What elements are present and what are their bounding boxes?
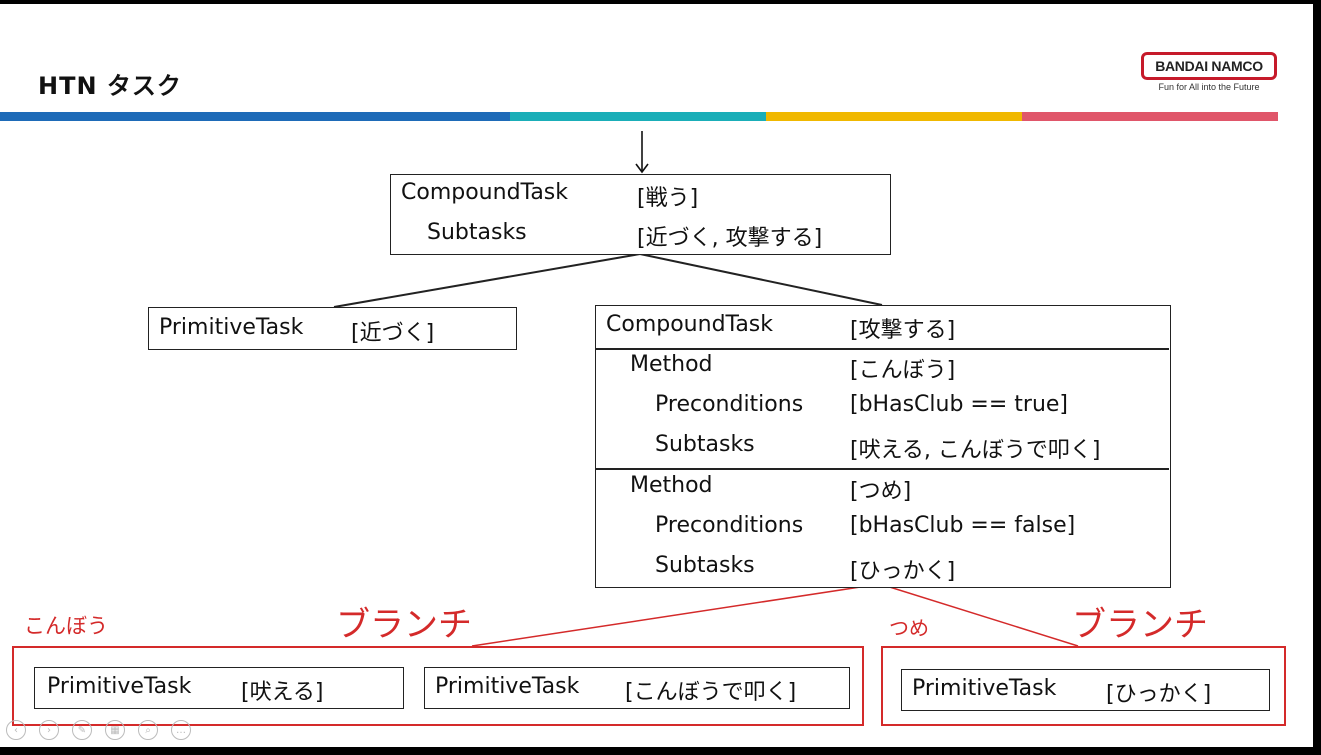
bark-task-type: PrimitiveTask xyxy=(47,674,192,699)
approach-task-type: PrimitiveTask xyxy=(159,315,304,340)
root-task-name: [戦う] xyxy=(637,186,699,211)
logo-wordmark: BANDAI NAMCO xyxy=(1155,58,1263,74)
claw-branch-label: つめ xyxy=(889,616,929,640)
claw-branch: PrimitiveTask [ひっかく] xyxy=(881,646,1286,726)
method-claw-preconditions: [bHasClub == false] xyxy=(850,513,1076,538)
method-claw-name: [つめ] xyxy=(850,479,912,504)
header-band-teal xyxy=(510,112,766,121)
bark-task-name: [吠える] xyxy=(241,680,324,705)
club-strike-primitive-task: PrimitiveTask [こんぼうで叩く] xyxy=(424,667,850,709)
attack-compound-task: CompoundTask [攻撃する] Method [こんぼう] Precon… xyxy=(595,305,1171,588)
header-band-yellow xyxy=(766,112,1022,121)
attack-task-type: CompoundTask xyxy=(606,312,774,337)
edge-attack-to-claw-branch xyxy=(879,583,1079,647)
scratch-task-type: PrimitiveTask xyxy=(912,676,1057,701)
method-claw-subtasks-label: Subtasks xyxy=(655,553,755,578)
club-branch-title: ブランチ xyxy=(336,605,472,645)
pen-icon[interactable]: ✎ xyxy=(72,720,92,740)
club-strike-task-type: PrimitiveTask xyxy=(435,674,580,699)
edge-attack-to-club-branch xyxy=(471,583,881,647)
bandai-namco-logo: BANDAI NAMCO xyxy=(1141,52,1277,80)
method-claw-preconditions-label: Preconditions xyxy=(655,513,804,538)
root-compound-task: CompoundTask [戦う] Subtasks [近づく, 攻撃する] xyxy=(390,174,891,255)
bark-primitive-task: PrimitiveTask [吠える] xyxy=(34,667,404,709)
root-subtasks-value: [近づく, 攻撃する] xyxy=(637,226,823,251)
attack-header-divider xyxy=(596,348,1169,350)
approach-primitive-task: PrimitiveTask [近づく] xyxy=(148,307,517,350)
method-club-name: [こんぼう] xyxy=(850,358,956,383)
edge-root-to-approach xyxy=(333,253,641,308)
method-club-subtasks-label: Subtasks xyxy=(655,432,755,457)
method-club-preconditions: [bHasClub == true] xyxy=(850,392,1069,417)
grid-icon[interactable]: ▦ xyxy=(105,720,125,740)
approach-task-name: [近づく] xyxy=(351,321,435,346)
slide-title: HTN タスク xyxy=(38,72,182,100)
header-band-blue xyxy=(0,112,510,121)
attack-task-name: [攻撃する] xyxy=(850,318,956,343)
edge-root-to-attack xyxy=(639,253,883,306)
scratch-primitive-task: PrimitiveTask [ひっかく] xyxy=(901,669,1270,711)
root-task-type: CompoundTask xyxy=(401,180,569,205)
method-club-subtasks: [吠える, こんぼうで叩く] xyxy=(850,438,1101,463)
slide: HTN タスク BANDAI NAMCO Fun for All into th… xyxy=(0,4,1313,747)
logo-tagline: Fun for All into the Future xyxy=(1158,82,1260,92)
method-divider xyxy=(596,468,1169,470)
root-subtasks-label: Subtasks xyxy=(427,220,527,245)
club-strike-task-name: [こんぼうで叩く] xyxy=(625,680,797,705)
method-club-label: Method xyxy=(630,352,713,377)
more-icon[interactable]: … xyxy=(171,720,191,740)
zoom-icon[interactable]: ⌕ xyxy=(138,720,158,740)
club-branch-label: こんぼう xyxy=(24,614,108,638)
method-claw-subtasks: [ひっかく] xyxy=(850,559,956,584)
method-club-preconditions-label: Preconditions xyxy=(655,392,804,417)
club-branch: PrimitiveTask [吠える] PrimitiveTask [こんぼうで… xyxy=(12,646,864,726)
header-band-pink xyxy=(1022,112,1278,121)
scratch-task-name: [ひっかく] xyxy=(1106,682,1212,707)
claw-branch-title: ブランチ xyxy=(1072,605,1208,645)
back-icon[interactable]: ‹ xyxy=(6,720,26,740)
connector-lines xyxy=(333,131,1079,647)
play-icon[interactable]: › xyxy=(39,720,59,740)
method-claw-label: Method xyxy=(630,473,713,498)
